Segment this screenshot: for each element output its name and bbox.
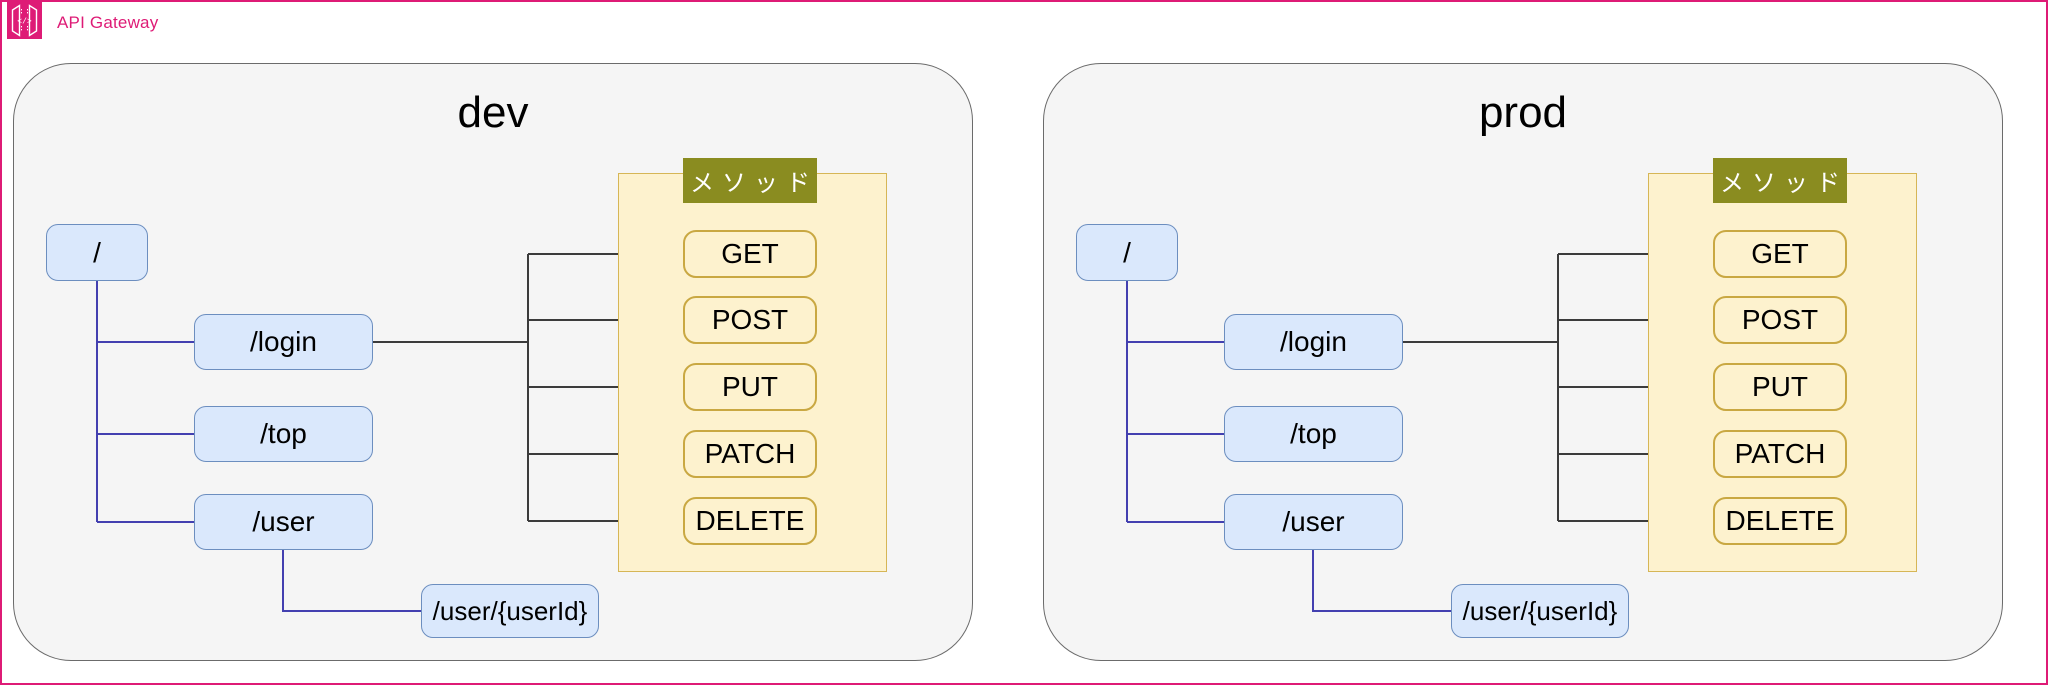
resource-node-user: /user [194, 494, 373, 550]
api-gateway-icon: </> [7, 2, 42, 39]
env-container-prod: prod メソッド / /login /top /user /user/{us [1043, 63, 2003, 661]
method-node-patch: PATCH [1713, 430, 1847, 478]
method-node-delete: DELETE [1713, 497, 1847, 545]
resource-node-login: /login [1224, 314, 1403, 370]
method-node-post: POST [1713, 296, 1847, 344]
methods-panel-header: メソッド [683, 158, 817, 203]
method-node-delete: DELETE [683, 497, 817, 545]
resource-node-userid: /user/{userId} [1451, 584, 1629, 638]
method-node-get: GET [1713, 230, 1847, 278]
resource-node-root: / [46, 224, 148, 281]
env-container-dev: dev メソッド / /login /top /user [13, 63, 973, 661]
resource-node-user: /user [1224, 494, 1403, 550]
app-title: API Gateway [57, 13, 159, 32]
resource-node-root: / [1076, 224, 1178, 281]
svg-text:</>: </> [17, 18, 32, 27]
method-node-get: GET [683, 230, 817, 278]
method-node-put: PUT [1713, 363, 1847, 411]
env-title-dev: dev [457, 88, 529, 137]
resource-node-login: /login [194, 314, 373, 370]
methods-panel-header: メソッド [1713, 158, 1847, 203]
method-node-patch: PATCH [683, 430, 817, 478]
resource-node-top: /top [1224, 406, 1403, 462]
env-title-prod: prod [1478, 88, 1568, 137]
resource-node-userid: /user/{userId} [421, 584, 599, 638]
method-node-post: POST [683, 296, 817, 344]
resource-node-top: /top [194, 406, 373, 462]
method-node-put: PUT [683, 363, 817, 411]
